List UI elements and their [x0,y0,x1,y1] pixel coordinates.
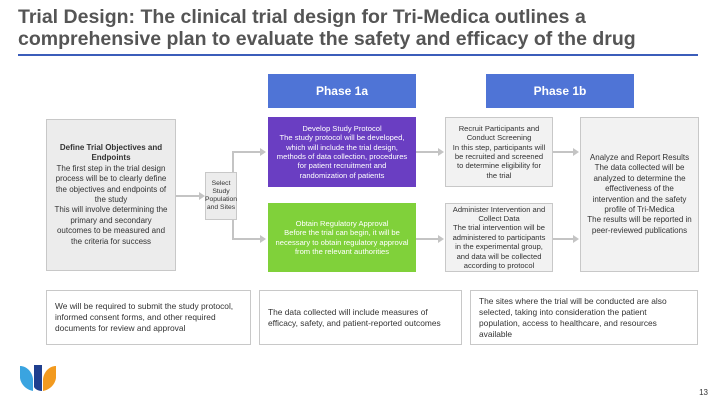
note-trial-sites: The sites where the trial will be conduc… [470,290,698,345]
define-objectives-heading: Define Trial Objectives and Endpoints [59,142,163,163]
connector-select-develop [232,151,262,153]
page-number: 13 [699,388,708,397]
develop-protocol-heading: Develop Study Protocol [302,123,382,133]
title-divider [18,54,698,56]
administer-intervention-heading: Administer Intervention and Collect Data [452,204,546,223]
analyze-results-text-2: The results will be reported in peer-rev… [587,215,692,235]
connector-define-select [175,195,203,197]
connector-recruit-analyze [553,151,573,153]
arrow-select-develop [260,148,266,156]
slide-title: Trial Design: The clinical trial design … [18,6,636,50]
regulatory-approval-text: Before the trial can begin, it will be n… [275,228,409,256]
define-objectives-box: Define Trial Objectives and Endpoints Th… [46,119,176,271]
regulatory-approval-heading: Obtain Regulatory Approval [295,218,389,228]
connector-select-obtain [232,238,262,240]
develop-protocol-text: The study protocol will be developed, wh… [276,133,408,180]
develop-protocol-box: Develop Study Protocol The study protoco… [268,117,416,187]
arrow-recruit-analyze [573,148,579,156]
analyze-results-text-1: The data collected will be analyzed to d… [592,163,687,214]
analyze-results-box: Analyze and Report Results The data coll… [580,117,699,272]
administer-intervention-text: The trial intervention will be administe… [452,223,546,271]
tri-medica-logo-icon [20,365,56,391]
connector-administer-analyze [553,238,573,240]
select-population-box: Select Study Population and Sites [205,172,237,220]
connector-obtain-administer [416,238,438,240]
regulatory-approval-box: Obtain Regulatory Approval Before the tr… [268,203,416,272]
phase-1b-header: Phase 1b [486,74,634,108]
define-objectives-text-2: This will involve determining the primar… [54,205,168,246]
administer-intervention-box: Administer Intervention and Collect Data… [445,203,553,272]
arrow-administer-analyze [573,235,579,243]
recruit-participants-box: Recruit Participants and Conduct Screeni… [445,117,553,187]
select-population-text: Select Study Population and Sites [204,179,238,212]
define-objectives-text-1: The first step in the trial design proce… [55,163,167,204]
arrow-develop-recruit [438,148,444,156]
arrow-obtain-administer [438,235,444,243]
arrow-define-select [199,192,205,200]
note-data-collected: The data collected will include measures… [259,290,462,345]
recruit-participants-heading: Recruit Participants and Conduct Screeni… [458,123,540,143]
phase-1a-header: Phase 1a [268,74,416,108]
arrow-select-obtain [260,235,266,243]
connector-develop-recruit [416,151,438,153]
note-submit-protocol: We will be required to submit the study … [46,290,251,345]
recruit-participants-text: In this step, participants will be recru… [452,142,546,180]
analyze-results-heading: Analyze and Report Results [589,152,690,162]
